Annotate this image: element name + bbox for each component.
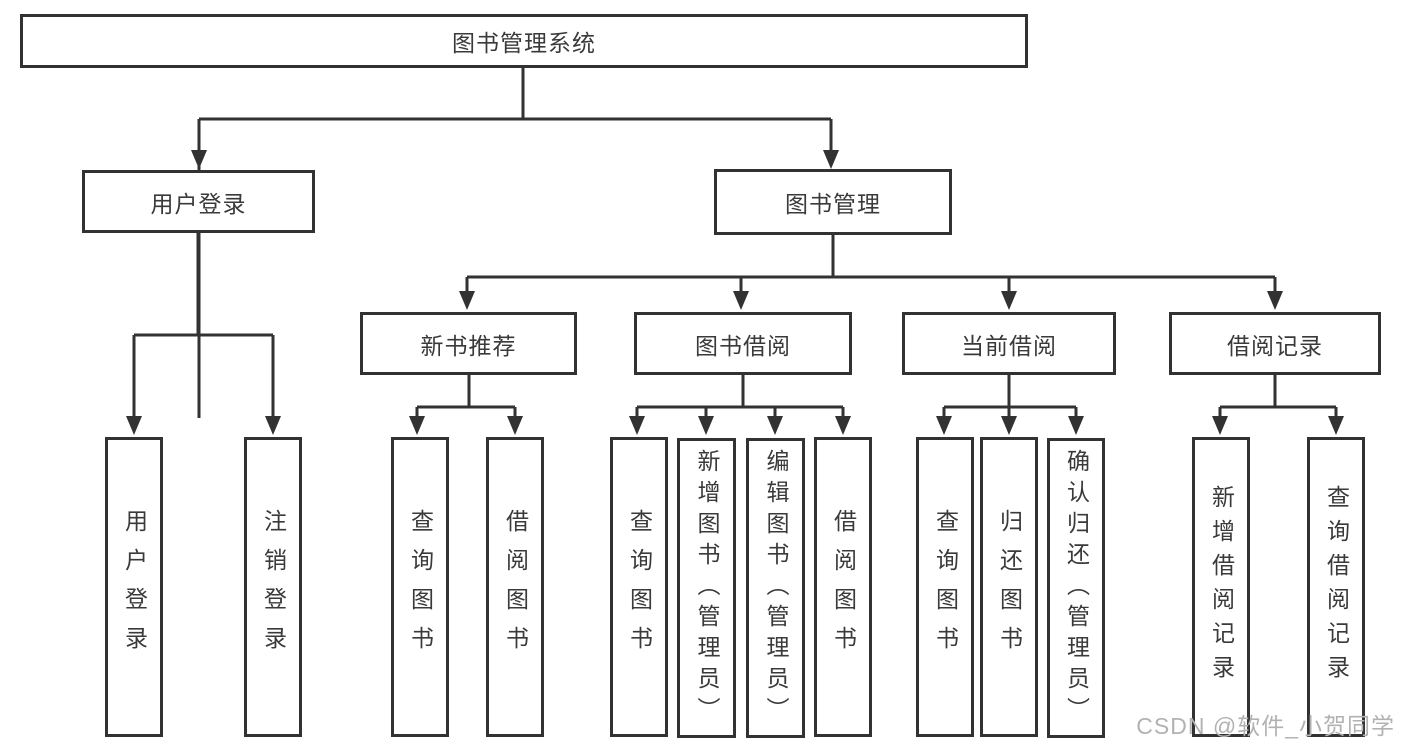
watermark-text: CSDN @软件_小贺同学	[1136, 713, 1395, 739]
node-book-borrow: 图书借阅	[634, 312, 852, 375]
node-borrow-records-label: 借阅记录	[1227, 332, 1323, 359]
node-current-borrow-label: 当前借阅	[961, 332, 1057, 359]
leaf-query-borrow-record-label: 查询借阅记录	[1323, 485, 1350, 689]
node-borrow-records: 借阅记录	[1169, 312, 1381, 375]
node-root-label: 图书管理系统	[452, 30, 596, 56]
leaf-return-book-label: 归还图书	[996, 509, 1023, 665]
leaf-add-borrow-record-label: 新增借阅记录	[1208, 485, 1235, 689]
leaf-add-book-admin: 新增图书（管理员）	[677, 438, 736, 738]
leaf-query-books-borrow: 查询图书	[610, 437, 668, 737]
node-book-management: 图书管理	[714, 169, 952, 235]
node-book-borrow-label: 图书借阅	[695, 332, 791, 359]
arrowhead	[1001, 291, 1017, 310]
arrowhead	[191, 150, 207, 169]
arrowhead	[126, 416, 142, 435]
connector-root-left-arrowhead	[823, 150, 839, 169]
arrowhead	[698, 416, 714, 435]
leaf-confirm-return-admin: 确认归还（管理员）	[1047, 438, 1105, 738]
node-current-borrow: 当前借阅	[902, 312, 1116, 375]
connector-new-book-recommend-to-leaves	[409, 375, 523, 435]
leaf-borrow-books-recommend-label: 借阅图书	[502, 509, 529, 665]
arrowhead	[733, 291, 749, 310]
leaf-query-books-current-label: 查询图书	[932, 509, 959, 665]
leaf-user-login-label: 用户登录	[121, 509, 148, 665]
arrowhead	[1267, 291, 1283, 310]
leaf-logout: 注销登录	[244, 437, 302, 737]
node-root: 图书管理系统	[20, 14, 1028, 68]
arrowhead	[265, 416, 281, 435]
leaf-query-borrow-record: 查询借阅记录	[1307, 437, 1365, 737]
leaf-borrow-books-borrow-label: 借阅图书	[830, 509, 857, 665]
arrowhead	[629, 416, 645, 435]
arrowhead	[1068, 416, 1084, 435]
leaf-user-login: 用户登录	[105, 437, 163, 737]
leaf-edit-book-admin: 编辑图书（管理员）	[746, 438, 805, 738]
arrowhead	[767, 416, 783, 435]
leaf-return-book: 归还图书	[980, 437, 1038, 737]
connector-borrow-records-to-leaves	[1212, 375, 1344, 435]
node-new-book-recommend: 新书推荐	[360, 312, 577, 375]
leaf-query-books-recommend: 查询图书	[391, 437, 449, 737]
arrowhead	[835, 416, 851, 435]
arrowhead	[1212, 416, 1228, 435]
arrowhead	[936, 416, 952, 435]
arrowhead	[459, 291, 475, 310]
arrowhead	[507, 416, 523, 435]
node-book-management-label: 图书管理	[785, 191, 881, 217]
arrowhead	[1328, 416, 1344, 435]
connector-current-borrow-to-leaves	[936, 375, 1084, 435]
node-new-book-recommend-label: 新书推荐	[420, 332, 517, 359]
arrowhead	[823, 150, 839, 169]
leaf-confirm-return-admin-label: 确认归还（管理员）	[1063, 448, 1090, 728]
leaf-borrow-books-borrow: 借阅图书	[814, 437, 872, 737]
leaf-query-books-current: 查询图书	[916, 437, 974, 737]
leaf-logout-label: 注销登录	[260, 509, 287, 665]
leaf-query-books-recommend-label: 查询图书	[407, 509, 434, 665]
leaf-edit-book-admin-label: 编辑图书（管理员）	[763, 448, 789, 728]
connector-book-borrow-to-leaves	[629, 375, 851, 435]
node-user-login-label: 用户登录	[150, 190, 247, 217]
node-user-login: 用户登录	[82, 170, 315, 233]
arrowhead	[1001, 416, 1017, 435]
connector-book-management-to-level3	[459, 235, 1283, 310]
leaf-query-books-borrow-label: 查询图书	[626, 509, 653, 665]
connector-user-login-to-leaves	[126, 233, 281, 435]
arrowhead	[409, 416, 425, 435]
connector-root-to-level2	[191, 68, 833, 418]
leaf-borrow-books-recommend: 借阅图书	[486, 437, 544, 737]
leaf-add-borrow-record: 新增借阅记录	[1192, 437, 1250, 737]
leaf-add-book-admin-label: 新增图书（管理员）	[694, 448, 720, 728]
